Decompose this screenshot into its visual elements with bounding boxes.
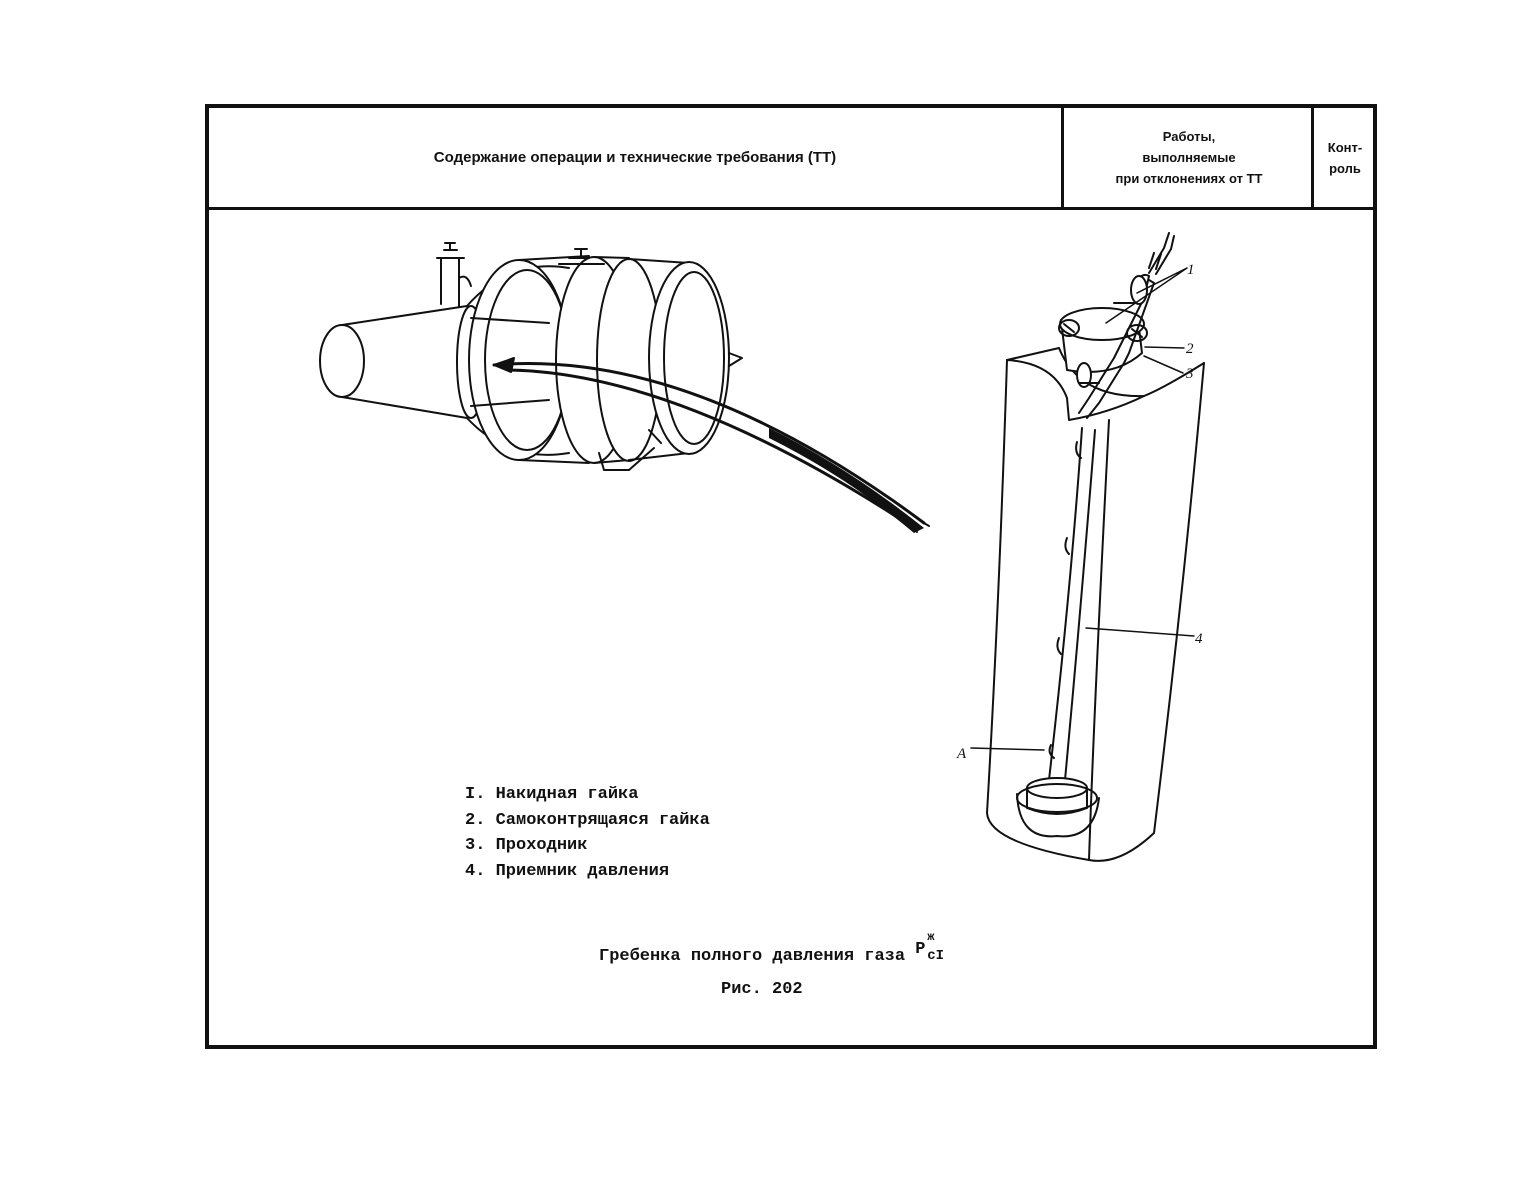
figure-number: Рис. 202 bbox=[721, 980, 803, 999]
callout-1-label: 1 bbox=[1187, 262, 1195, 278]
technical-illustration: 1 2 3 4 A bbox=[319, 232, 1205, 862]
header-control-line: Конт- bbox=[1327, 139, 1363, 155]
pressure-symbol: P ж cI bbox=[915, 930, 945, 966]
header-control-line: роль bbox=[1329, 160, 1361, 176]
pressure-symbol-subscript: cI bbox=[927, 948, 945, 964]
header-deviations-line: Работы, bbox=[1162, 129, 1216, 144]
callout-a-label: A bbox=[956, 746, 967, 762]
figure-caption: Гребенка полного давления газа P ж cI bbox=[599, 930, 945, 966]
pressure-symbol-base: P bbox=[915, 940, 926, 959]
callout-4-label: 4 bbox=[1195, 631, 1203, 647]
header-control-cell: Конт- роль bbox=[1311, 108, 1376, 207]
header-operations-cell: Содержание операции и технические требов… bbox=[209, 108, 1061, 207]
callout-3-label: 3 bbox=[1185, 366, 1194, 382]
callout-leaders bbox=[970, 267, 1195, 751]
engine-drawing bbox=[319, 242, 743, 471]
header-deviations-line: при отклонениях от ТТ bbox=[1115, 171, 1263, 186]
pressure-probe-drawing bbox=[986, 232, 1205, 862]
legend-item: 3. Проходник bbox=[465, 836, 588, 855]
document-sheet: Содержание операции и технические требов… bbox=[205, 104, 1377, 1049]
reference-arrow bbox=[492, 357, 930, 533]
legend-item: I. Накидная гайка bbox=[465, 785, 639, 804]
table-header: Содержание операции и технические требов… bbox=[209, 108, 1373, 210]
callout-2-label: 2 bbox=[1186, 341, 1194, 357]
pressure-symbol-superscript: ж bbox=[927, 930, 935, 944]
header-operations-title: Содержание операции и технические требов… bbox=[433, 149, 837, 166]
header-deviations-cell: Работы, выполняемые при отклонениях от Т… bbox=[1061, 108, 1314, 207]
header-deviations-line: выполняемые bbox=[1142, 150, 1236, 165]
legend-item: 4. Приемник давления bbox=[465, 861, 670, 881]
caption-text: Гребенка полного давления газа bbox=[599, 947, 906, 966]
parts-legend: I. Накидная гайка 2. Самоконтрящаяся гай… bbox=[465, 782, 710, 884]
legend-item: 2. Самоконтрящаяся гайка bbox=[465, 810, 710, 830]
